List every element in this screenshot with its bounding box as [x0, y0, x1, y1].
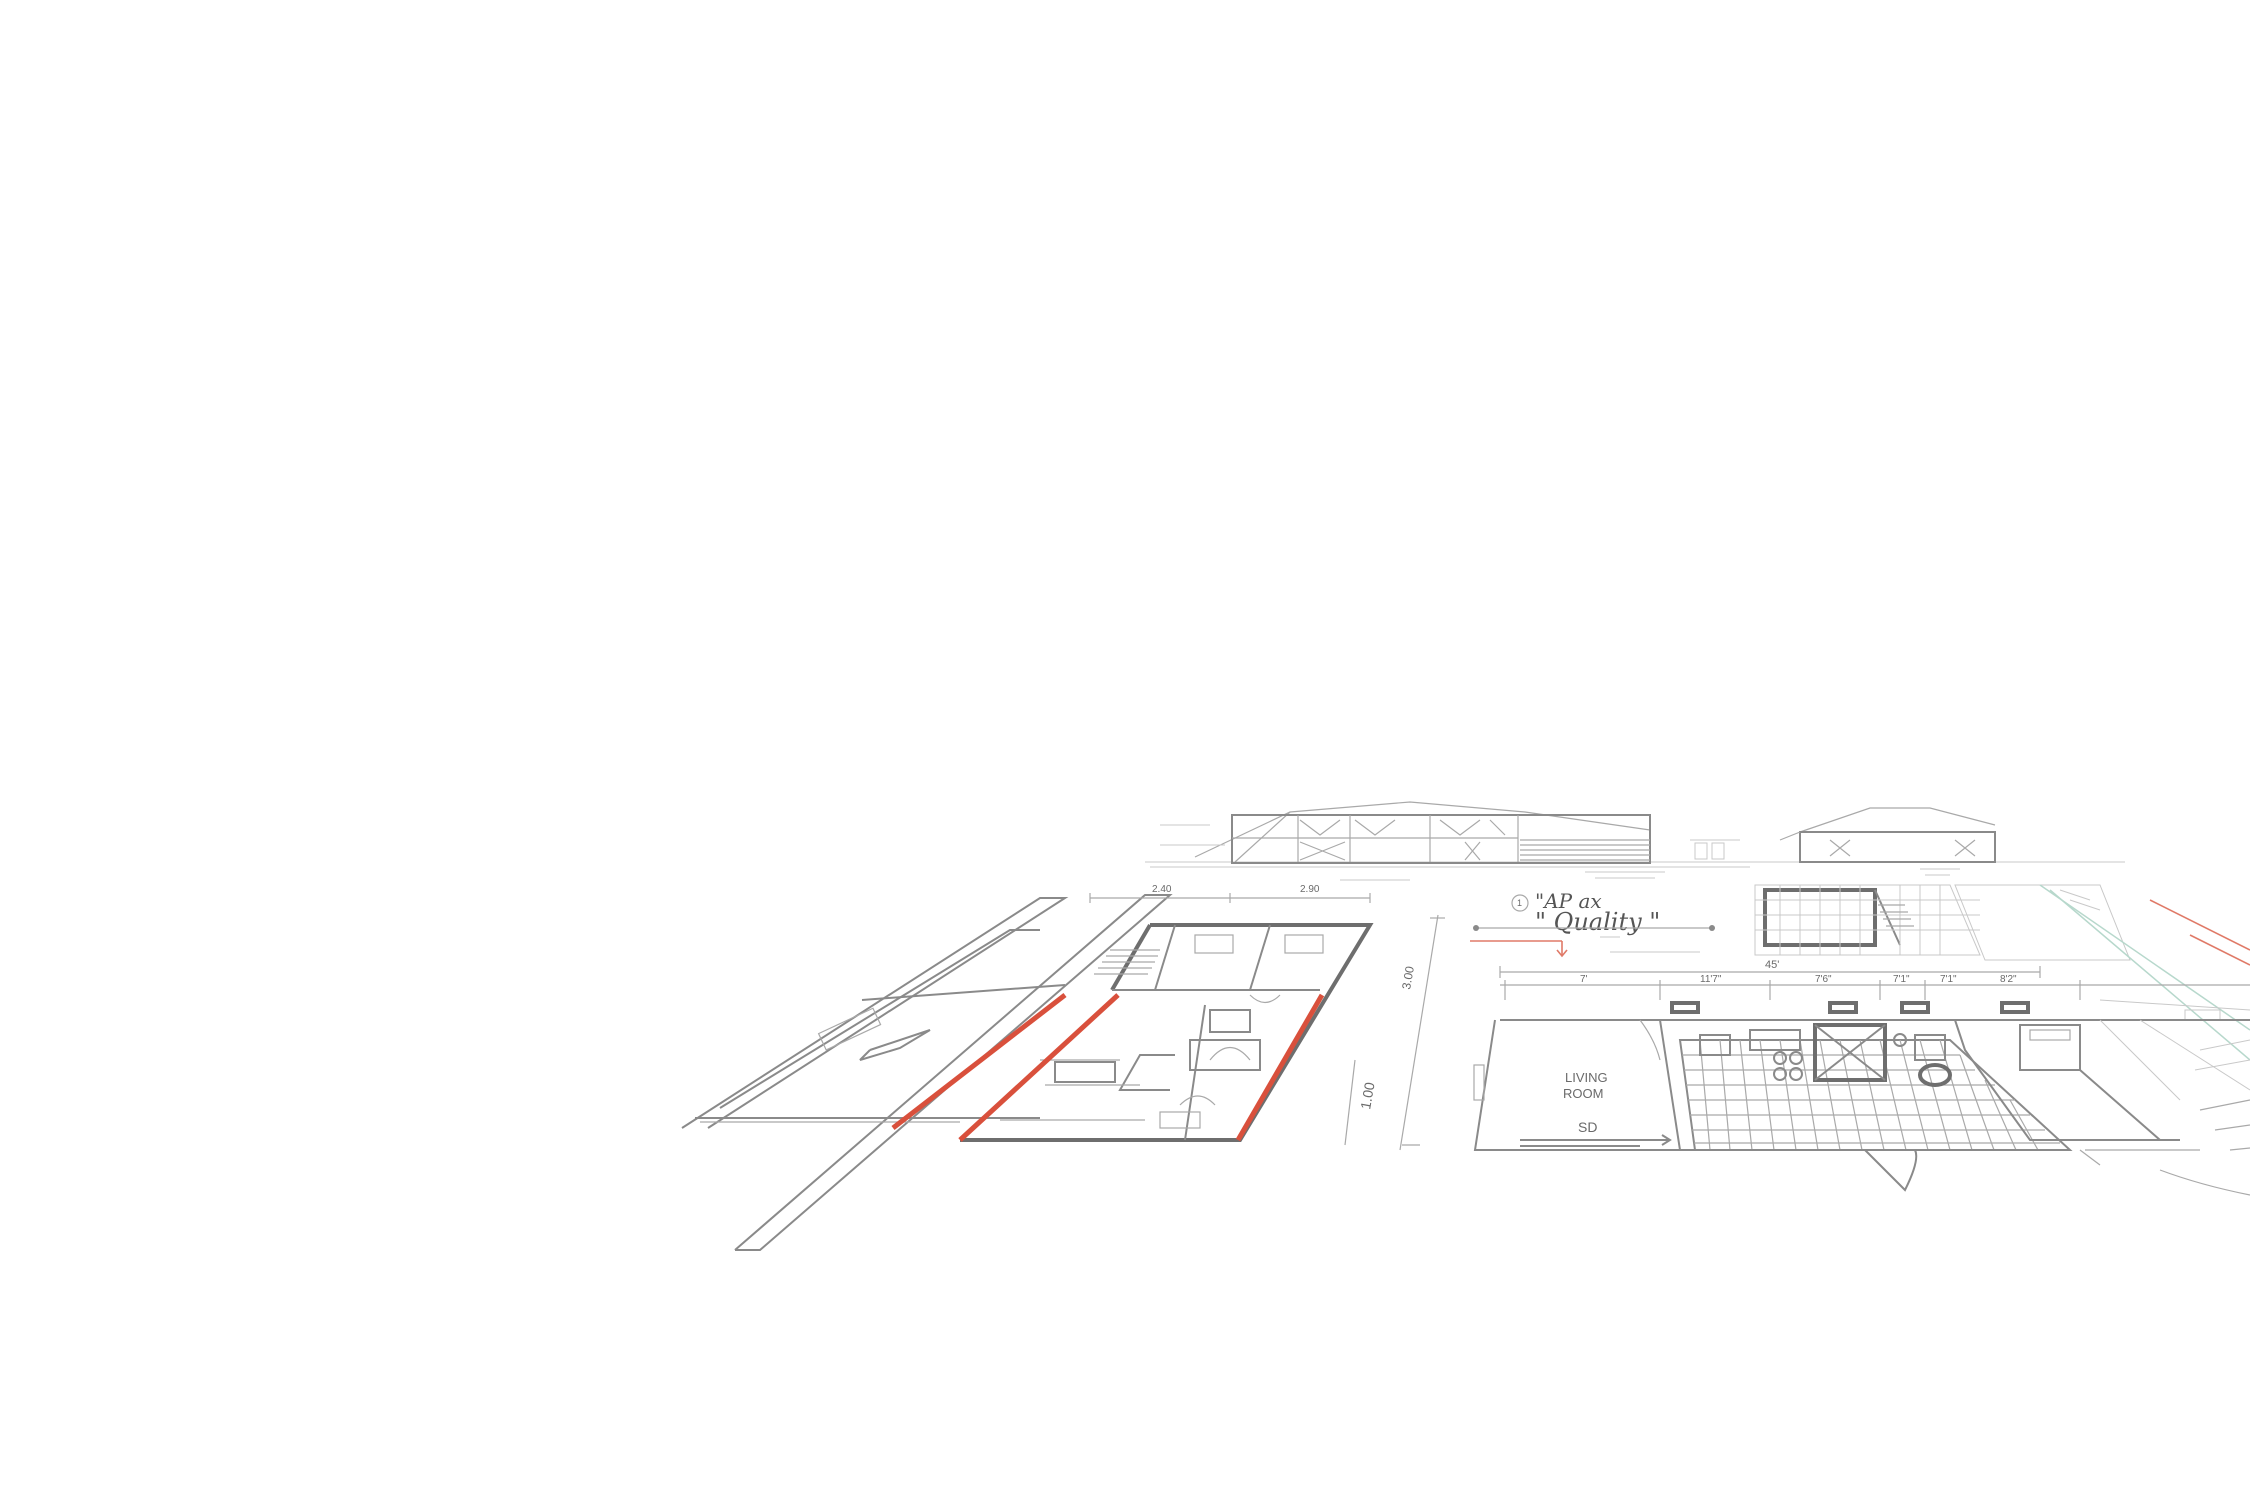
tiled-floor-grid — [1678, 1039, 2073, 1151]
dim-segment-6: 8'2" — [2000, 974, 2017, 985]
accent-wall-middle — [958, 993, 1120, 1142]
stair-hatch — [1094, 949, 1160, 975]
upper-right-plan — [1754, 884, 2250, 1071]
right-floor-plan: 45' 7' 11'7" 7'6" 7'1" 7'1" 8'2" — [1473, 959, 2250, 1196]
dim-segment-3: 7'6" — [1815, 974, 1832, 985]
door-code-label: SD — [1578, 1119, 1597, 1135]
dimension-text-left: 2.40 — [1152, 884, 1172, 895]
accent-wall-right — [1235, 993, 1325, 1142]
overall-dimension: 45' — [1765, 959, 1779, 971]
dim-segment-2: 11'7" — [1700, 974, 1722, 985]
dimension-height-lower: 1.00 — [1357, 1081, 1378, 1111]
accent-wall-left — [891, 993, 1067, 1130]
left-floor-plan: 2.40 2.90 3.00 1.00 — [681, 884, 1445, 1251]
hatched-area — [1520, 839, 1650, 861]
note-line-1: "AP ax — [1535, 889, 1602, 913]
side-elevation-drawing — [1755, 807, 2125, 876]
note-number: 1 — [1517, 898, 1522, 908]
handwritten-note: 1 "AP ax " Quality " — [1470, 889, 1715, 958]
dim-segment-1: 7' — [1580, 974, 1588, 985]
living-room-label-2: ROOM — [1563, 1086, 1603, 1101]
front-elevation-drawing — [1145, 801, 1755, 881]
stair-marks — [1878, 904, 1914, 927]
dimension-height-upper: 3.00 — [1399, 965, 1417, 991]
dim-segment-4: 7'1" — [1893, 974, 1910, 985]
dim-segment-5: 7'1" — [1940, 974, 1957, 985]
note-line-2: " Quality " — [1535, 908, 1660, 936]
dimension-text-right: 2.90 — [1300, 884, 1320, 895]
fixture-symbols — [1670, 1001, 2030, 1014]
living-room-label-1: LIVING — [1565, 1070, 1608, 1085]
